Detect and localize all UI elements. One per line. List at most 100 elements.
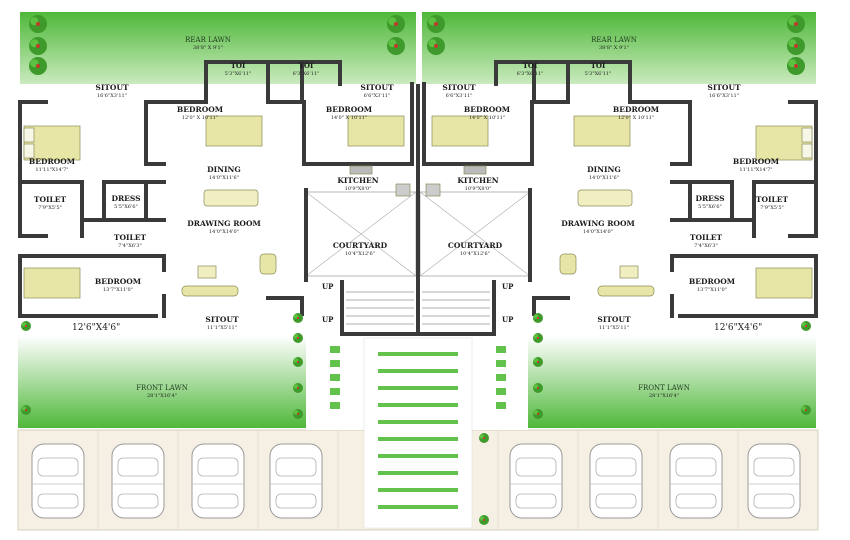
room-dimension: 12'0" X 10'11": [182, 115, 218, 121]
step-stripe: [330, 402, 340, 409]
tree-icon: [533, 383, 543, 393]
sofa-icon: [181, 285, 239, 297]
center-table-icon: [197, 265, 217, 279]
room-dimension: 7'4"X6'3": [694, 243, 718, 249]
porch-dimension-left: 12'6"X4'6": [72, 323, 120, 333]
car-icon: [747, 443, 801, 519]
stove-icon: [463, 165, 487, 175]
room-dimension: 14'0"X11'6": [209, 175, 239, 181]
room-dimension: 14'0"X11'6": [589, 175, 619, 181]
tree-icon: [479, 515, 489, 525]
step-stripe: [330, 388, 340, 395]
room-name: BEDROOM: [177, 105, 223, 114]
sofa-icon: [597, 285, 655, 297]
room-name: SITOUT: [442, 83, 476, 92]
sofa-icon: [559, 253, 577, 275]
room-dimension: 7'4"X6'3": [118, 243, 142, 249]
step-stripe: [496, 388, 506, 395]
front-lawn-right-area: [528, 336, 816, 428]
room-name: KITCHEN: [337, 176, 378, 185]
room-dimension: 11'1"X5'11": [599, 325, 629, 331]
room-name: TOI: [523, 61, 538, 70]
room-dimension: 10'4"X12'6": [345, 251, 375, 257]
room-name: DRAWING ROOM: [561, 219, 635, 228]
tree-icon: [801, 321, 811, 331]
tree-icon: [29, 57, 47, 75]
room-name: TOI: [591, 61, 606, 70]
room-dimension: 16'6"X3'11": [97, 93, 127, 99]
room-dimension: 28'1"X16'4": [147, 393, 177, 399]
stairs: [346, 291, 490, 325]
room-name: BEDROOM: [326, 105, 372, 114]
room-dimension: 10'4"X12'6": [460, 251, 490, 257]
porch-dimension-right: 12'6"X4'6": [714, 323, 762, 333]
room-dimension: 6'6"X3'11": [446, 93, 473, 99]
room-name: SITOUT: [360, 83, 394, 92]
room-dimension: 28'1"X16'4": [649, 393, 679, 399]
sofa-icon: [259, 253, 277, 275]
car-icon: [589, 443, 643, 519]
room-dimension: 13'7"X11'0": [103, 287, 133, 293]
room-dimension: 5'3"X6'11": [585, 71, 612, 77]
step-stripe: [378, 386, 458, 390]
bed-icon: [431, 115, 489, 147]
step-stripe: [378, 454, 458, 458]
tree-icon: [533, 357, 543, 367]
furniture-right: [425, 115, 813, 299]
room-name: TOI: [299, 61, 314, 70]
step-stripe: [378, 420, 458, 424]
room-dimension: 38'8" X 9'1": [599, 45, 629, 51]
room-name: BEDROOM: [464, 105, 510, 114]
room-name: FRONT LAWN: [638, 384, 690, 392]
car-icon: [669, 443, 723, 519]
paving-grid: [17, 430, 739, 530]
room-name: BEDROOM: [733, 157, 779, 166]
bed-icon: [347, 115, 405, 147]
room-dimension: 38'8" X 9'1": [193, 45, 223, 51]
room-name: TOILET: [114, 233, 147, 242]
room-name: SITOUT: [597, 315, 631, 324]
tree-icon: [479, 433, 489, 443]
tree-icon: [293, 357, 303, 367]
room-dimension: 10'9"X8'0": [345, 186, 372, 192]
room-name: DRAWING ROOM: [187, 219, 261, 228]
tree-icon: [293, 333, 303, 343]
room-dimension: 6'6"X3'11": [364, 93, 391, 99]
room-dimension: 11'11"X14'7": [739, 167, 772, 173]
bed-icon: [23, 267, 81, 299]
step-stripe: [378, 352, 458, 356]
tree-icon: [533, 409, 543, 419]
tree-icon: [533, 333, 543, 343]
room-name: REAR LAWN: [591, 36, 637, 44]
step-stripe: [378, 505, 458, 509]
car-icon: [269, 443, 323, 519]
central-walls: [340, 84, 496, 336]
bed-icon: [755, 267, 813, 299]
step-stripe: [378, 403, 458, 407]
room-name: SITOUT: [205, 315, 239, 324]
step-stripe: [496, 360, 506, 367]
step-stripe: [330, 374, 340, 381]
stair-up-label: UP: [502, 282, 514, 291]
